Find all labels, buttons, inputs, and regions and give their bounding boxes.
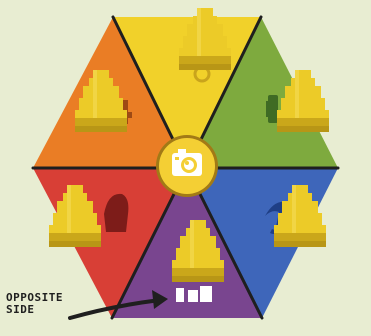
- callout-label: OPPOSITE SIDE: [6, 292, 63, 316]
- camera-icon: [172, 149, 202, 176]
- callout-line-2: SIDE: [6, 304, 63, 316]
- center-token[interactable]: [156, 135, 218, 197]
